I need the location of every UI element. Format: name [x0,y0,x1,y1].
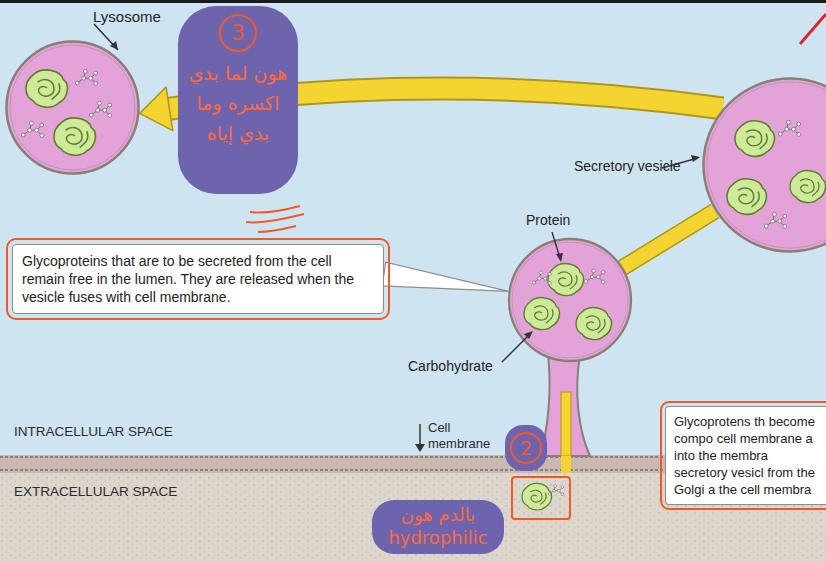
region-label: Cell membrane [428,420,502,452]
lysosome-circle: Lysosome [5,40,140,175]
node-text: Secretory vesicle [574,157,684,175]
secretory-vesicle: Secretory vesicle [702,77,826,253]
node-text: بالدم هون hydrophilic [380,503,496,549]
callout-box: Glycoprotens th become compo cell membra… [665,406,826,505]
node-text: Carbohydrate [408,358,493,374]
node-text: Glycoprotens th become compo cell membra… [674,413,820,498]
connector [382,262,508,291]
node-text: هون لما بدي اكسره وما بدي إياه [186,58,290,148]
node-text: 3 [219,14,257,52]
region-label: EXTRACELLULAR SPACE [14,484,177,499]
connector [623,211,715,268]
callout-box: Glycoproteins that are to be secreted fr… [12,244,384,314]
handwritten-note: 2 [505,425,547,471]
node-text: 2 [510,432,542,464]
region-label: INTRACELLULAR SPACE [14,424,173,439]
fusing-vesicle: ProteinCarbohydrate [508,238,632,362]
node-text: Protein [526,212,570,228]
node-text: Glycoproteins that are to be secreted fr… [22,252,374,306]
handwritten-note: بالدم هون hydrophilic [372,500,504,554]
handwritten-note: 3 هون لما بدي اكسره وما بدي إياه [178,6,298,194]
node-text: Lysosome [93,8,161,25]
